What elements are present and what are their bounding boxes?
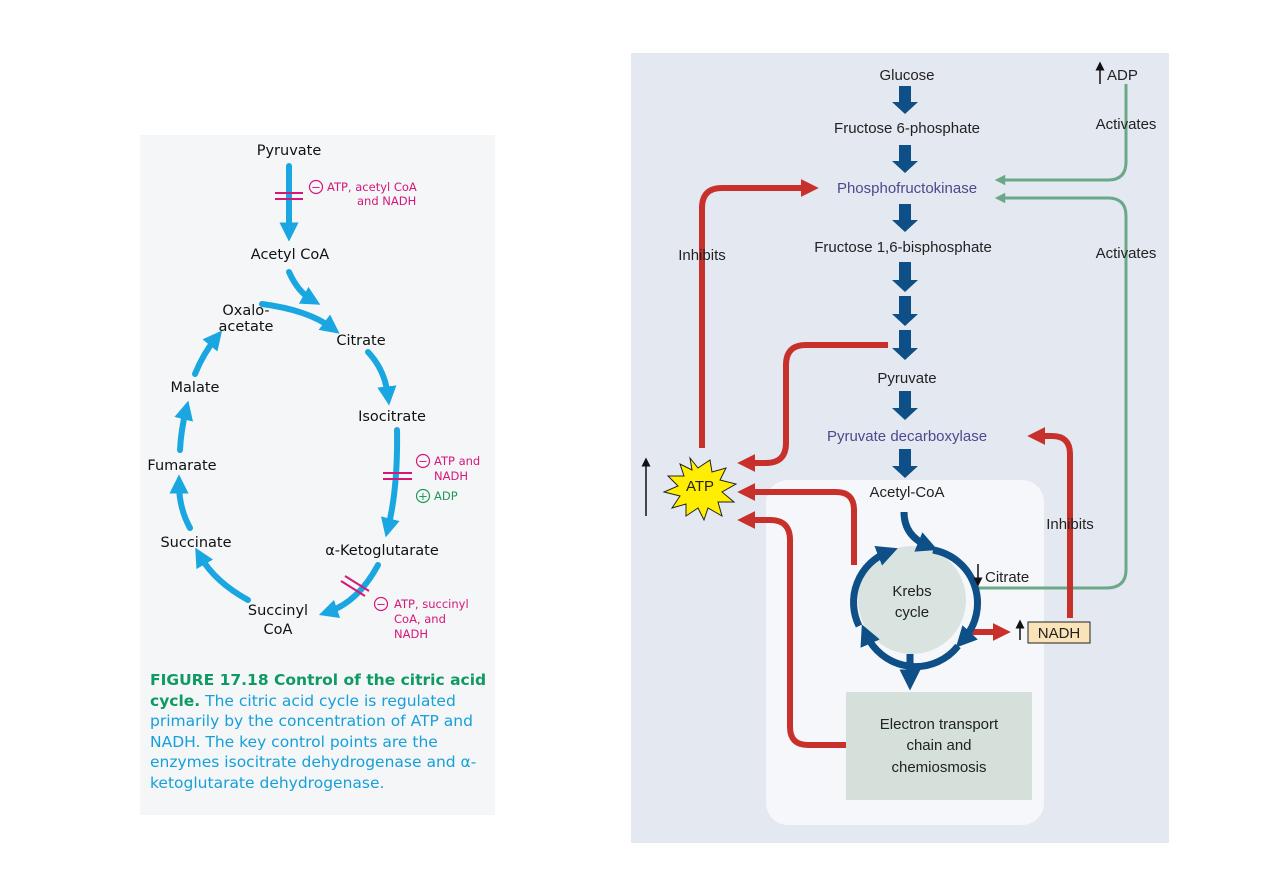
left-label-malate: Malate — [171, 380, 220, 396]
arrow-acetylcoa-to-citrate — [286, 269, 321, 305]
arrow-ketoglutarate-to-succinylcoa — [318, 562, 381, 619]
indicator-arrows — [641, 61, 1105, 640]
kgdh-inhibitors-line2: CoA, and — [394, 612, 446, 626]
arrow-succinylcoa-to-succinate — [195, 547, 251, 603]
left-label-succinate: Succinate — [160, 535, 231, 551]
label-etc-line3: chemiosmosis — [891, 759, 986, 776]
kgdh-inhibitors-line1: ATP, succinyl — [394, 597, 469, 611]
nadh-label: NADH — [1038, 625, 1081, 642]
label-activates-middle: Activates — [1096, 245, 1157, 262]
left-label-isocitrate: Isocitrate — [358, 409, 426, 425]
label-inhibits-right: Inhibits — [1046, 516, 1094, 533]
left-label-oxaloacetate-line1: Oxalo- — [222, 303, 269, 319]
label-pyruvate-decarboxylase: Pyruvate decarboxylase — [827, 428, 987, 445]
idh-activator: ADP — [434, 489, 458, 503]
activation-paths — [972, 84, 1128, 590]
inhibition-paths — [699, 179, 1073, 748]
left-regulator-circles — [308, 179, 431, 612]
figure-caption: FIGURE 17.18 Control of the citric acid … — [150, 670, 495, 793]
nadh-box — [1027, 621, 1091, 644]
atp-label: ATP — [686, 478, 714, 495]
idh-plus-sign: + — [418, 489, 428, 503]
pdh-minus-sign: − — [311, 180, 321, 194]
arrow-citrate-to-isocitrate — [365, 349, 397, 406]
arrow-malate-to-oxaloacetate — [192, 330, 223, 377]
left-label-succinyl-coa-line1: Succinyl — [248, 603, 308, 619]
label-fructose-6-phosphate: Fructose 6-phosphate — [834, 120, 980, 137]
pathway-arrows — [892, 86, 918, 478]
idh-inhibitors-line1: ATP and — [434, 454, 480, 468]
label-phosphofructokinase: Phosphofructokinase — [837, 180, 977, 197]
pdh-inhibitors-line2: and NADH — [357, 194, 416, 208]
left-label-citrate: Citrate — [336, 333, 385, 349]
label-pyruvate: Pyruvate — [877, 370, 936, 387]
label-krebs-line1: Krebs — [892, 583, 931, 600]
left-label-oxaloacetate-line2: acetate — [219, 319, 274, 335]
left-figure-panel — [140, 135, 495, 815]
label-inhibits-left: Inhibits — [678, 247, 726, 264]
idh-minus-sign: − — [418, 454, 428, 468]
label-adp: ADP — [1107, 67, 1138, 84]
left-label-acetyl-coa: Acetyl CoA — [251, 247, 329, 263]
krebs-cycle-circle — [858, 546, 966, 654]
left-label-succinyl-coa-line2: CoA — [264, 622, 293, 638]
atp-burst — [662, 456, 738, 522]
left-cycle-arrows — [169, 163, 401, 619]
label-etc-line2: chain and — [906, 737, 971, 754]
idh-inhibitors-line2: NADH — [434, 469, 468, 483]
left-label-pyruvate: Pyruvate — [257, 143, 322, 159]
arrow-isocitrate-to-ketoglutarate — [381, 427, 401, 538]
left-label-ketoglutarate: α-Ketoglutarate — [325, 543, 439, 559]
label-acetyl-coa: Acetyl-CoA — [869, 484, 944, 501]
kgdh-minus-sign: − — [376, 597, 386, 611]
label-krebs-line2: cycle — [895, 604, 929, 621]
label-glucose: Glucose — [879, 67, 934, 84]
left-label-fumarate: Fumarate — [147, 458, 216, 474]
label-fructose-16-bisphosphate: Fructose 1,6-bisphosphate — [814, 239, 992, 256]
label-citrate: Citrate — [985, 569, 1029, 586]
left-block-marks — [275, 192, 412, 597]
pdh-inhibitors-line1: ATP, acetyl CoA — [327, 180, 417, 194]
arrow-oxaloacetate-to-citrate — [259, 301, 340, 334]
label-activates-top: Activates — [1096, 116, 1157, 133]
etc-box — [846, 692, 1032, 800]
arrow-succinate-to-fumarate — [169, 474, 193, 531]
caption-title: FIGURE 17.18 Control of the citric acid … — [150, 671, 487, 710]
arrow-fumarate-to-malate — [174, 400, 193, 453]
kgdh-inhibitors-line3: NADH — [394, 627, 428, 641]
label-etc-line1: Electron transport — [880, 716, 999, 733]
caption-body: The citric acid cycle is regulated prima… — [150, 691, 477, 792]
